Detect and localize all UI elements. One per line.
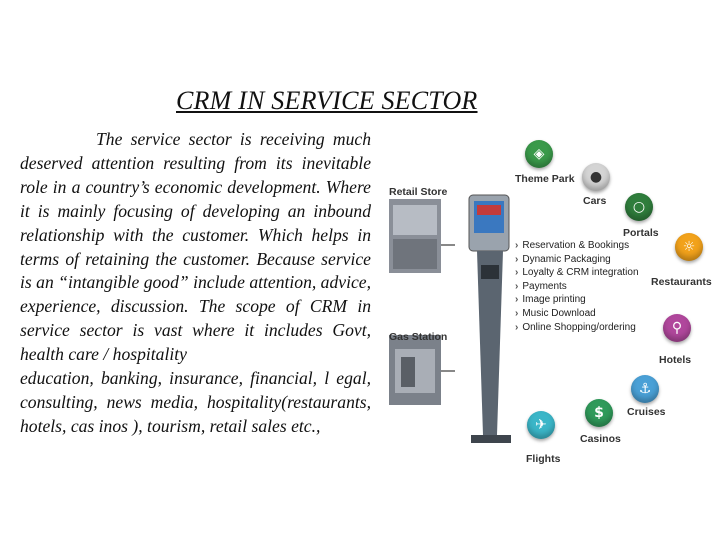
casino-icon: $ [585, 399, 613, 427]
feature-list: Reservation & Bookings Dynamic Packaging… [515, 239, 639, 335]
cruise-icon: ⚓ [631, 375, 659, 403]
feature-item: Reservation & Bookings [515, 239, 639, 253]
feature-item: Dynamic Packaging [515, 253, 639, 267]
restaurants-icon: ☼ [675, 233, 703, 261]
label-cruises: Cruises [627, 406, 666, 418]
slide-title: CRM IN SERVICE SECTOR [176, 86, 478, 115]
label-retail-store: Retail Store [389, 186, 448, 198]
feature-item: Music Download [515, 307, 639, 321]
label-hotels: Hotels [659, 354, 692, 366]
feature-item: Payments [515, 280, 639, 294]
flight-icon: ✈ [527, 411, 555, 439]
kiosk-illustration-graphics [389, 194, 511, 443]
label-cars: Cars [583, 195, 607, 207]
crm-kiosk-illustration: Retail Store Gas Station Reservation & B… [385, 135, 718, 475]
kiosk-terminal [468, 194, 511, 443]
feature-item: Loyalty & CRM integration [515, 266, 638, 280]
label-theme-park: Theme Park [515, 173, 575, 185]
label-flights: Flights [526, 453, 561, 465]
paragraph-intro: The service sector is receiving much des… [20, 129, 371, 365]
hotel-icon: ⚲ [663, 314, 691, 342]
theme-park-icon: ◈ [525, 140, 553, 168]
body-text: The service sector is receiving much des… [20, 128, 371, 439]
label-casinos: Casinos [580, 433, 621, 445]
car-icon: ● [582, 163, 610, 191]
feature-item: Image printing [515, 293, 639, 307]
label-portals: Portals [623, 227, 659, 239]
label-gas-station: Gas Station [389, 331, 448, 343]
paragraph-sectors: education, banking, insurance, financial… [20, 368, 371, 436]
label-restaurants: Restaurants [651, 276, 712, 288]
portals-icon: ○ [625, 193, 653, 221]
feature-item: Online Shopping/ordering [515, 321, 639, 335]
